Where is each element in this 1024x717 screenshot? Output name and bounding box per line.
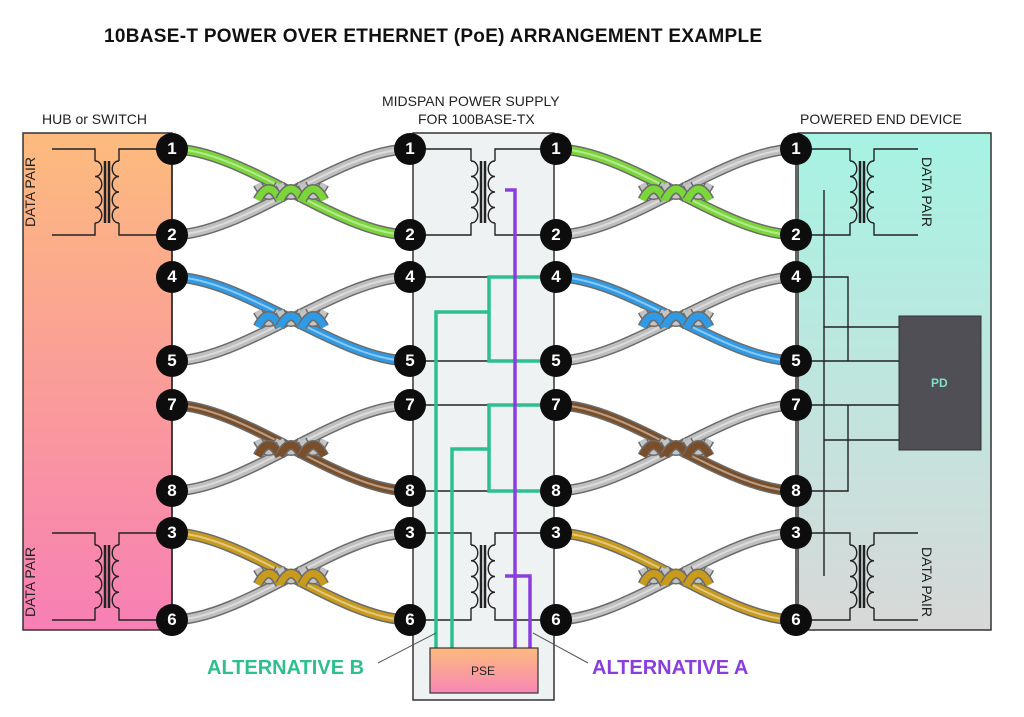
midspan-label-line1: MIDSPAN POWER SUPPLY [382, 93, 560, 109]
powered-device-label: POWERED END DEVICE [800, 111, 962, 127]
pin-2: 2 [780, 219, 812, 251]
pin-3: 3 [394, 517, 426, 549]
alt-b-leader [377, 632, 437, 664]
pin-4: 4 [780, 261, 812, 293]
pin-6: 6 [394, 604, 426, 636]
pin-6: 6 [156, 604, 188, 636]
hub-transformer-top [52, 148, 172, 236]
pin-8: 8 [540, 475, 572, 507]
power-lines [434, 188, 556, 648]
pin-8: 8 [156, 475, 188, 507]
pin-7: 7 [394, 389, 426, 421]
alternative-a-label: ALTERNATIVE A [592, 657, 749, 679]
pd-label: PD [931, 376, 948, 390]
alternative-b-label: ALTERNATIVE B [207, 657, 365, 679]
cable-pair-7-8-right [550, 399, 802, 497]
midspan-transformer-top [410, 148, 556, 236]
pin-2: 2 [540, 219, 572, 251]
circuit-lines [52, 148, 918, 621]
pin-4: 4 [394, 261, 426, 293]
device-transformer-bottom [796, 532, 918, 621]
midspan-panel [412, 132, 555, 701]
pin-5: 5 [780, 345, 812, 377]
alt-a-leader [532, 632, 589, 664]
pin-6: 6 [540, 604, 572, 636]
cable-pair-3-6-left [166, 527, 416, 626]
pin-4: 4 [156, 261, 188, 293]
pin-1: 1 [394, 133, 426, 165]
pin-3: 3 [780, 517, 812, 549]
pin-5: 5 [394, 345, 426, 377]
pse-box [429, 647, 539, 694]
pin-3: 3 [156, 517, 188, 549]
pin-6: 6 [780, 604, 812, 636]
device-transformer-top [796, 148, 918, 236]
hub-data-pair-bottom-label: DATA PAIR [22, 546, 39, 618]
cable-pair-4-5-left [166, 271, 416, 367]
alternative-b-lines [434, 275, 556, 648]
cable-pair-1-2-right [550, 143, 802, 241]
pin-1: 1 [780, 133, 812, 165]
pin-5: 5 [540, 345, 572, 377]
cable-pair-1-2-left [166, 143, 416, 241]
pin-2: 2 [394, 219, 426, 251]
pin-4: 4 [540, 261, 572, 293]
pd-box [898, 315, 982, 451]
pse-label: PSE [471, 664, 496, 678]
midspan-label-line2: FOR 100BASE-TX [418, 111, 535, 127]
midspan-transformer-bottom [410, 532, 556, 621]
pin-3: 3 [540, 517, 572, 549]
cable-pair-7-8-left [166, 399, 416, 497]
alternative-a-lines [505, 188, 532, 648]
diagram-title: 10BASE-T POWER OVER ETHERNET (PoE) ARRAN… [104, 26, 763, 47]
pin-7: 7 [540, 389, 572, 421]
pin-1: 1 [156, 133, 188, 165]
pin-2: 2 [156, 219, 188, 251]
hub-switch-label: HUB or SWITCH [42, 111, 147, 127]
hub-data-pair-top-label: DATA PAIR [22, 156, 39, 228]
cable-pair-3-6-right [550, 527, 802, 626]
hub-switch-panel [22, 132, 173, 631]
twisted-pair-cables [166, 143, 802, 626]
pin-8: 8 [394, 475, 426, 507]
cable-pair-4-5-right [550, 271, 802, 367]
pin-1: 1 [540, 133, 572, 165]
pin-5: 5 [156, 345, 188, 377]
device-data-pair-bottom-label: DATA PAIR [919, 546, 936, 618]
pin-8: 8 [780, 475, 812, 507]
device-data-pair-top-label: DATA PAIR [919, 156, 936, 228]
pin-7: 7 [156, 389, 188, 421]
pin-7: 7 [780, 389, 812, 421]
hub-transformer-bottom [52, 532, 172, 621]
